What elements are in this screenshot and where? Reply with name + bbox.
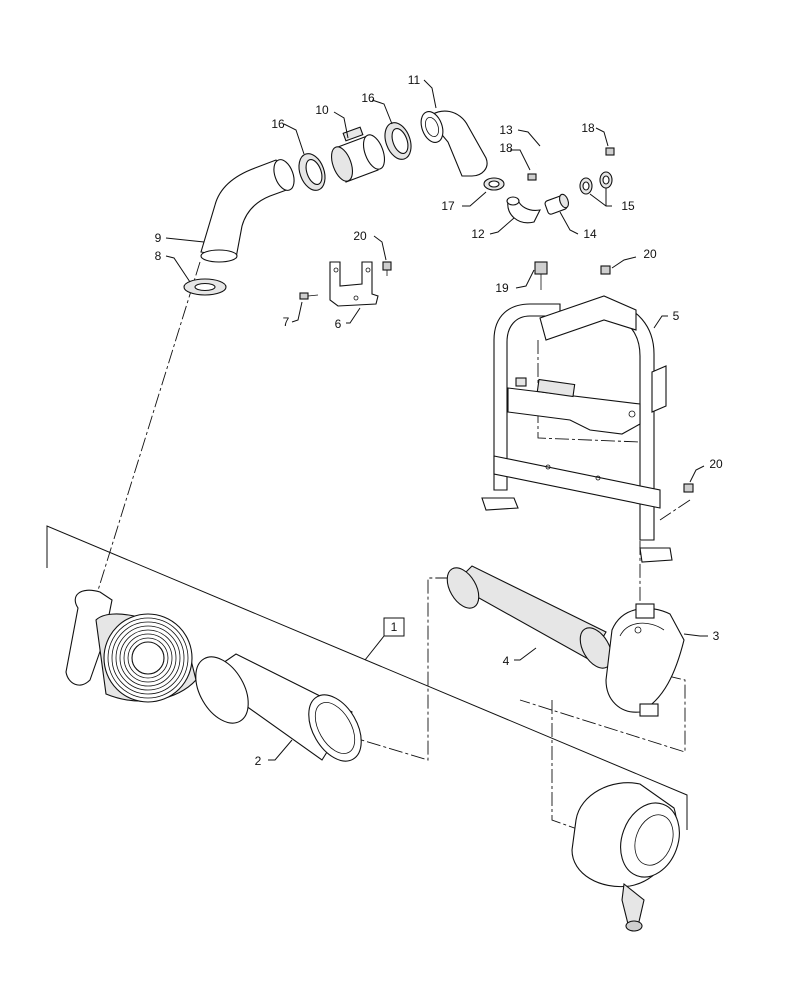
callout-4: 4 — [503, 654, 510, 668]
part-5-mounting-frame — [481, 295, 673, 563]
callout-8: 8 — [155, 249, 162, 263]
callout-1: 1 — [391, 620, 398, 634]
callout-labels: 1 2 3 4 5 6 7 8 9 10 11 12 13 14 15 16 1… — [155, 73, 723, 768]
callout-16-right: 16 — [361, 91, 375, 105]
callout-13: 13 — [499, 123, 513, 137]
callout-5: 5 — [673, 309, 680, 323]
part-18-fittings — [527, 147, 615, 181]
part-16-clamp-left — [298, 153, 326, 191]
callout-10: 10 — [315, 103, 329, 117]
callout-20-bracket: 20 — [353, 229, 367, 243]
callout-18-a: 18 — [499, 141, 513, 155]
callout-19: 19 — [495, 281, 509, 295]
callout-18-b: 18 — [581, 121, 595, 135]
assembly-bracket-lines — [46, 525, 688, 830]
part-12-small-elbow — [506, 196, 541, 224]
air-cleaner-bellows-assembly — [65, 589, 197, 703]
part-20-bolt-frame — [600, 265, 694, 493]
callout-15: 15 — [621, 199, 635, 213]
callout-1-box — [383, 617, 405, 637]
part-16-clamp-right — [384, 122, 412, 160]
part-15-clamps — [579, 171, 613, 195]
callout-11: 11 — [408, 73, 421, 87]
part-19-bolt — [534, 261, 548, 290]
part-6-bracket — [329, 261, 379, 307]
callout-20-top: 20 — [643, 247, 657, 261]
part-8-gasket — [183, 278, 227, 296]
callout-20-frame: 20 — [709, 457, 723, 471]
part-11-elbow-hose — [420, 110, 488, 177]
callout-6: 6 — [335, 317, 342, 331]
alignment-phantom-lines — [94, 261, 691, 831]
callout-7: 7 — [283, 315, 290, 329]
part-14-coupling — [544, 193, 570, 215]
callout-3: 3 — [713, 629, 720, 643]
callout-14: 14 — [583, 227, 597, 241]
part-13-bent-tube — [535, 141, 603, 165]
part-7-bolt — [299, 292, 319, 300]
part-2-primary-filter — [195, 653, 362, 762]
leader-lines — [165, 79, 708, 761]
callout-12: 12 — [471, 227, 485, 241]
callout-16-left: 16 — [271, 117, 285, 131]
part-4-safety-filter — [446, 565, 613, 669]
part-10-connector — [330, 126, 386, 183]
callout-9: 9 — [155, 231, 162, 245]
part-3-mounting-band — [605, 603, 685, 717]
callout-17: 17 — [441, 199, 455, 213]
part-9-elbow-tube — [200, 159, 295, 263]
callout-2: 2 — [255, 754, 262, 768]
part-17-hose-clamp — [483, 177, 505, 191]
part-20-bolt-top — [382, 261, 392, 276]
air-cleaner-end-cover — [571, 782, 680, 932]
